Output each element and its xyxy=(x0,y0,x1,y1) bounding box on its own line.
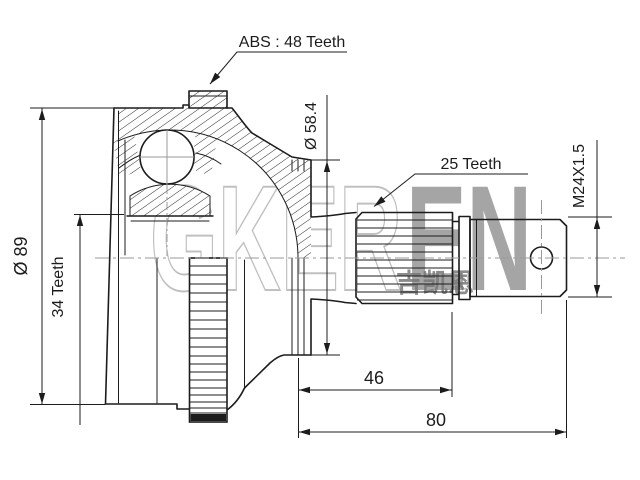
abs-ring-band xyxy=(188,257,228,423)
abs-tone-ring xyxy=(188,90,228,423)
boot-diameter-label: Ø 58.4 xyxy=(303,102,320,150)
dim-housing-diameter: Ø 89 xyxy=(11,107,114,405)
inner-race-edges xyxy=(129,195,211,217)
shaft-spline-label: 25 Teeth xyxy=(440,156,501,173)
cage-section-left xyxy=(113,133,141,178)
boot-groove-lines xyxy=(291,257,305,356)
thread-stub xyxy=(469,218,568,298)
dim-boot-diameter: Ø 58.4 xyxy=(303,95,340,356)
housing-bottom-right-outline xyxy=(226,354,312,411)
spline-band-outline xyxy=(355,211,454,305)
cage-section-right xyxy=(191,131,217,176)
housing-bottom-edge xyxy=(104,403,191,410)
dim-abs-ring: ABS : 48 Teeth xyxy=(209,34,347,85)
dim-stem-length: 80 xyxy=(298,300,567,438)
watermark-text-right: EN xyxy=(406,154,532,322)
dim-spline-length: 46 xyxy=(298,312,453,397)
watermark-cjk-text: 吉凯恩 xyxy=(396,268,474,298)
dim-thread: M24X1.5 xyxy=(568,140,612,298)
abs-ring-label: ABS : 48 Teeth xyxy=(239,34,345,51)
joint-interior xyxy=(117,129,299,259)
abs-ring-teeth-lines xyxy=(190,265,227,414)
inner-spline-label: 34 Teeth xyxy=(50,256,67,317)
housing-diameter-label: Ø 89 xyxy=(11,236,31,275)
spline-length-label: 46 xyxy=(364,368,384,388)
dim-shaft-spline: 25 Teeth xyxy=(373,156,528,207)
housing-face-top xyxy=(310,159,357,218)
outer-race-wall-section xyxy=(114,108,311,258)
inner-race-section xyxy=(130,184,210,216)
dim-inner-spline: 34 Teeth xyxy=(50,214,124,425)
housing-face-bottom xyxy=(310,298,357,356)
abs-ring-band-bottom xyxy=(190,414,226,421)
outer-housing xyxy=(104,104,357,411)
spline-teeth-lines xyxy=(357,219,452,301)
stem-length-label: 80 xyxy=(426,410,446,430)
housing-top-outline xyxy=(113,104,312,161)
abs-ring-top-outline xyxy=(188,90,228,109)
thread-label: M24X1.5 xyxy=(571,144,588,208)
ball-crosshair xyxy=(140,130,194,186)
abs-ring-section xyxy=(189,91,227,108)
boot-groove-notches xyxy=(291,159,305,172)
housing-left-edge xyxy=(104,107,115,405)
stub-shaft xyxy=(355,200,568,318)
ball-track-arc xyxy=(117,129,299,259)
